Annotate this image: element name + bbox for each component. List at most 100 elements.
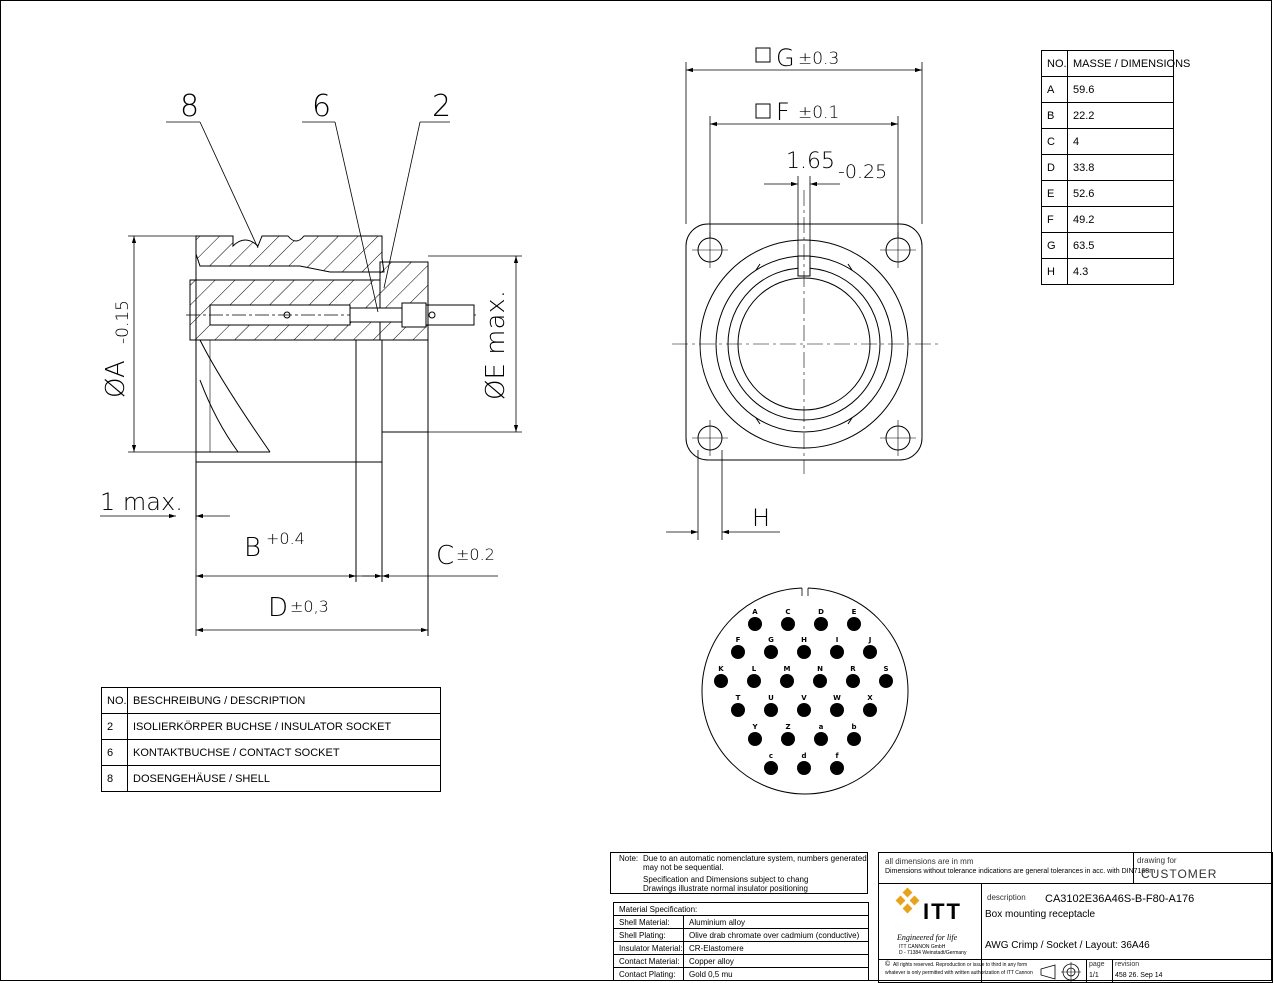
drawing-for-value: CUSTOMER	[1141, 867, 1218, 881]
item-number: 8	[101, 765, 128, 792]
dimension-letter: C	[1041, 128, 1068, 155]
page-label: page	[1089, 961, 1105, 968]
contact-label: G	[768, 636, 774, 644]
description-line-2: AWG Crimp / Socket / Layout: 36A46	[985, 940, 1150, 951]
contact-label: T	[736, 694, 741, 702]
dimension-col-no: NO.	[1041, 50, 1068, 77]
dim-d-tol: ±0,3	[290, 597, 329, 616]
dimension-letter: E	[1041, 180, 1068, 207]
title-bottom-row	[879, 959, 1272, 960]
title-divider-v4	[1112, 959, 1113, 983]
dimension-value: 4.3	[1067, 258, 1174, 285]
contact-pin	[830, 703, 844, 717]
description-col-desc: BESCHREIBUNG / DESCRIPTION	[127, 687, 441, 714]
notes-line-4: Drawings illustrate normal insulator pos…	[643, 884, 808, 893]
contact-pin	[863, 703, 877, 717]
dimension-value: 33.8	[1067, 154, 1174, 181]
tolerance-note: Dimensions without tolerance indications…	[885, 868, 1156, 875]
contact-pin	[748, 732, 762, 746]
material-title: Material Specification:	[612, 902, 870, 916]
dim-g-label: G	[776, 44, 795, 72]
material-property: Contact Material:	[613, 954, 684, 968]
contact-pin	[797, 761, 811, 775]
material-property: Shell Plating:	[613, 928, 684, 942]
material-property: Shell Material:	[613, 915, 684, 929]
contact-label: I	[836, 636, 839, 644]
dimension-value: 63.5	[1067, 232, 1174, 259]
dim-c-label: C	[436, 541, 454, 571]
notes-line-2: may not be sequential.	[643, 863, 724, 872]
description-table-header: NO. BESCHREIBUNG / DESCRIPTION	[101, 687, 441, 714]
contact-label: a	[819, 723, 824, 731]
callout-6: 6	[312, 89, 331, 124]
dims-note: all dimensions are in mm	[885, 857, 974, 866]
dimension-letter: D	[1041, 154, 1068, 181]
notes-box: Note: Due to an automatic nomenclature s…	[610, 852, 868, 894]
contact-label: U	[768, 694, 774, 702]
material-property: Insulator Material:	[613, 941, 684, 955]
projection-symbol-icon	[1040, 962, 1081, 982]
dim-1-label: 1 max.	[100, 488, 183, 516]
title-top-row	[879, 853, 1272, 884]
shell-section	[195, 235, 385, 273]
material-value: Olive drab chromate over cadmium (conduc…	[682, 928, 870, 942]
contact-label: M	[784, 665, 791, 673]
contact-pin	[879, 674, 893, 688]
itt-logo-text: ITT	[923, 899, 962, 924]
title-divider-v2	[981, 883, 982, 983]
revision-value: 458 26. Sep 14	[1115, 972, 1163, 979]
contact-label: b	[851, 723, 856, 731]
contact-label: A	[752, 608, 758, 616]
contact-pin	[747, 674, 761, 688]
contact-pin	[748, 617, 762, 631]
dim-a-tol: -0.15	[113, 300, 133, 344]
notes-line-3: Specification and Dimensions subject to …	[643, 875, 809, 884]
material-row: Contact Material:Copper alloy	[613, 954, 870, 968]
dim-f-label: F	[776, 98, 790, 126]
contact-pin	[731, 703, 745, 717]
material-row: Shell Material:Aluminium alloy	[613, 915, 870, 929]
item-description: ISOLIERKÖRPER BUCHSE / INSULATOR SOCKET	[127, 713, 441, 740]
material-value: Aluminium alloy	[682, 915, 870, 929]
dimension-value: 4	[1067, 128, 1174, 155]
material-row: Contact Plating:Gold 0,5 mu	[613, 967, 870, 981]
contact-pin	[764, 645, 778, 659]
description-col-no: NO.	[101, 687, 128, 714]
dimension-value: 59.6	[1067, 76, 1174, 103]
contact-label: Z	[785, 723, 790, 731]
contact-label: C	[785, 608, 790, 616]
contact-label: N	[817, 665, 823, 673]
dim-a-label: ØA	[101, 360, 131, 398]
page-value: 1/1	[1089, 972, 1099, 979]
rights-icon: ©	[885, 961, 891, 968]
contact-label: W	[833, 694, 841, 702]
contact-pin	[714, 674, 728, 688]
dim-f-tol: ±0.1	[798, 103, 839, 123]
item-number: 6	[101, 739, 128, 766]
description-label: description	[987, 893, 1026, 902]
material-value: Copper alloy	[682, 954, 870, 968]
contact-pin	[830, 645, 844, 659]
dimension-value: 49.2	[1067, 206, 1174, 233]
contact-pin	[814, 617, 828, 631]
dimension-letter: A	[1041, 76, 1068, 103]
notes-line-1: Due to an automatic nomenclature system,…	[643, 854, 867, 863]
revision-label: revision	[1115, 961, 1140, 968]
contact-label: R	[850, 665, 856, 673]
dim-g-tol: ±0.3	[798, 49, 839, 69]
item-number: 2	[101, 713, 128, 740]
contact-label: D	[818, 608, 824, 616]
contact-label: K	[718, 665, 724, 673]
contact-pin	[863, 645, 877, 659]
contact-label: X	[867, 694, 873, 702]
contact-label: d	[801, 752, 806, 760]
contact-pin	[847, 617, 861, 631]
contact-pin	[764, 761, 778, 775]
